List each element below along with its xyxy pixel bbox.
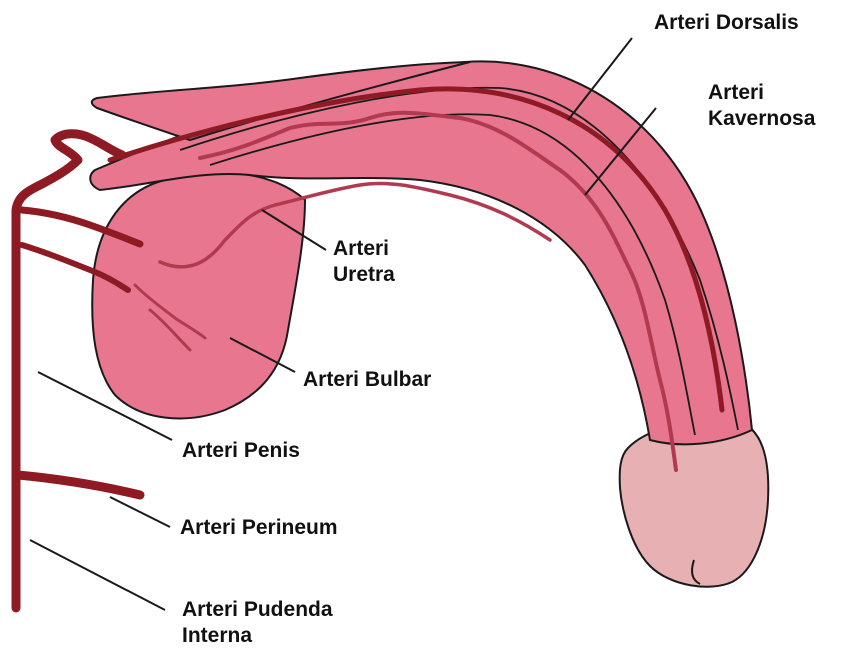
label-arteri-penis: Arteri Penis (182, 438, 300, 464)
label-arteri-uretra: Arteri Uretra (333, 236, 395, 288)
perineal-artery (18, 475, 140, 495)
label-arteri-bulbar: Arteri Bulbar (303, 367, 431, 393)
leader-pudenda (30, 540, 165, 610)
label-arteri-perineum: Arteri Perineum (180, 515, 338, 541)
label-arteri-pudenda-interna: Arteri Pudenda Interna (182, 597, 333, 649)
label-arteri-dorsalis: Arteri Dorsalis (654, 10, 799, 36)
leader-perineum (110, 497, 170, 527)
bulb (92, 172, 305, 418)
label-arteri-kavernosa: Arteri Kavernosa (708, 80, 815, 132)
